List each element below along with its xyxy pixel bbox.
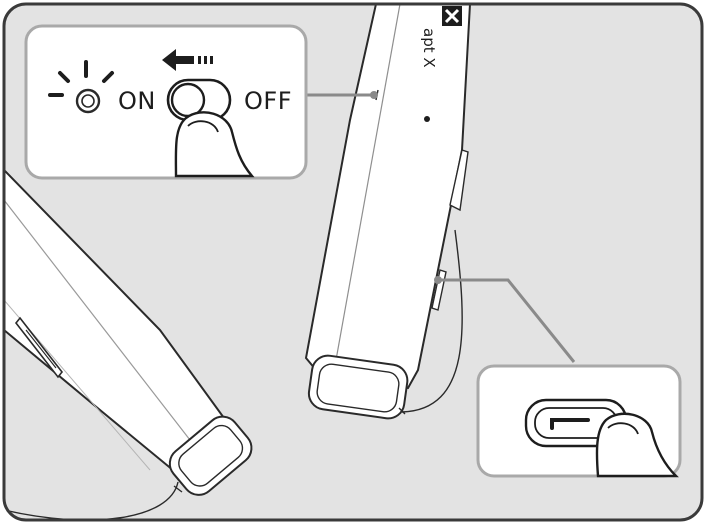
left-neckband-arm (4, 167, 253, 520)
switch-on-label: ON (118, 87, 156, 115)
aptx-logo: apt X (420, 4, 464, 68)
aptx-logo-text: apt X (420, 28, 438, 68)
right-neckband-arm (304, 4, 472, 420)
power-switch-callout (24, 24, 308, 180)
switch-off-label: OFF (244, 87, 292, 115)
slide-left-arrow-icon (162, 49, 213, 71)
power-switch (166, 78, 232, 122)
function-button-callout (476, 364, 682, 478)
button-callout-line (438, 278, 576, 363)
finger-press-icon (595, 412, 679, 478)
led-indicator-icon (48, 60, 114, 114)
finger-icon (174, 111, 255, 178)
aptx-x-icon (442, 6, 462, 26)
